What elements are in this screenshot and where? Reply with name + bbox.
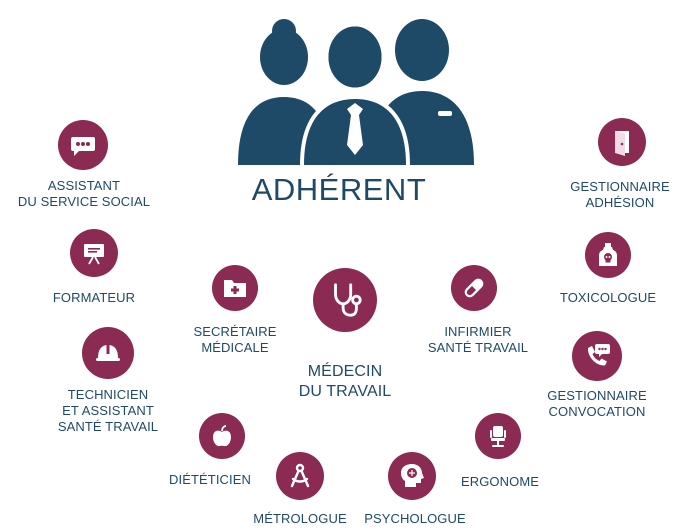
chat-bubble-icon: [58, 120, 108, 170]
role-label-secretaire-medicale: SECRÉTAIRE MÉDICALE: [177, 324, 293, 356]
role-label-ergonome: ERGONOME: [450, 474, 550, 490]
office-chair-icon: [475, 413, 521, 459]
apple-icon: [199, 413, 245, 459]
poison-bottle-icon: [585, 232, 631, 278]
role-label-metrologue: MÉTROLOGUE: [240, 511, 360, 527]
hard-hat-icon: [82, 327, 134, 379]
role-label-line: DU SERVICE SOCIAL: [17, 194, 151, 209]
role-label-line: SECRÉTAIRE: [193, 324, 277, 339]
role-label-line: FORMATEUR: [52, 290, 136, 305]
role-label-assistant-social: ASSISTANT DU SERVICE SOCIAL: [10, 178, 158, 210]
role-label-line: SANTÉ TRAVAIL: [57, 419, 159, 434]
role-label-dieteticien: DIÉTÉTICIEN: [155, 472, 265, 488]
hub-label-line: MÉDECIN: [307, 363, 383, 380]
role-label-line: PSYCHOLOGUE: [364, 511, 466, 526]
role-label-line: INFIRMIER: [444, 324, 512, 339]
role-label-technicien: TECHNICIEN ET ASSISTANT SANTÉ TRAVAIL: [38, 387, 178, 435]
role-label-line: TECHNICIEN: [67, 387, 149, 402]
stethoscope-icon: [313, 268, 377, 332]
group-people-icon: [238, 19, 474, 166]
door-icon: [598, 118, 646, 166]
role-label-line: SANTÉ TRAVAIL: [427, 340, 529, 355]
role-label-line: ERGONOME: [460, 474, 540, 489]
role-label-formateur: FORMATEUR: [44, 290, 144, 306]
role-label-infirmier: INFIRMIER SANTÉ TRAVAIL: [418, 324, 538, 356]
head-brain-icon: [388, 452, 436, 500]
role-label-line: ASSISTANT: [47, 178, 121, 193]
drafting-compass-icon: [276, 452, 324, 500]
role-label-line: ADHÉSION: [585, 195, 655, 210]
role-label-line: TOXICOLOGUE: [559, 290, 657, 305]
role-label-gestionnaire-adhesion: GESTIONNAIRE ADHÉSION: [560, 179, 678, 211]
role-label-line: MÉDICALE: [201, 340, 269, 355]
role-label-line: GESTIONNAIRE: [570, 179, 670, 194]
role-label-gestionnaire-convocation: GESTIONNAIRE CONVOCATION: [537, 388, 657, 420]
hub-label: MÉDECIN DU TRAVAIL: [275, 362, 415, 402]
presentation-board-icon: [70, 229, 118, 277]
role-label-line: GESTIONNAIRE: [547, 388, 647, 403]
adherent-title: ADHÉRENT: [251, 172, 427, 207]
role-label-psychologue: PSYCHOLOGUE: [355, 511, 475, 527]
hub-label-line: DU TRAVAIL: [298, 383, 392, 400]
role-label-line: DIÉTÉTICIEN: [169, 472, 251, 487]
role-label-toxicologue: TOXICOLOGUE: [553, 290, 663, 306]
phone-bubble-icon: [572, 331, 622, 381]
pill-icon: [451, 265, 497, 311]
role-label-line: CONVOCATION: [548, 404, 646, 419]
role-label-line: MÉTROLOGUE: [253, 511, 347, 526]
medical-folder-icon: [212, 265, 258, 311]
role-label-line: ET ASSISTANT: [62, 403, 154, 418]
